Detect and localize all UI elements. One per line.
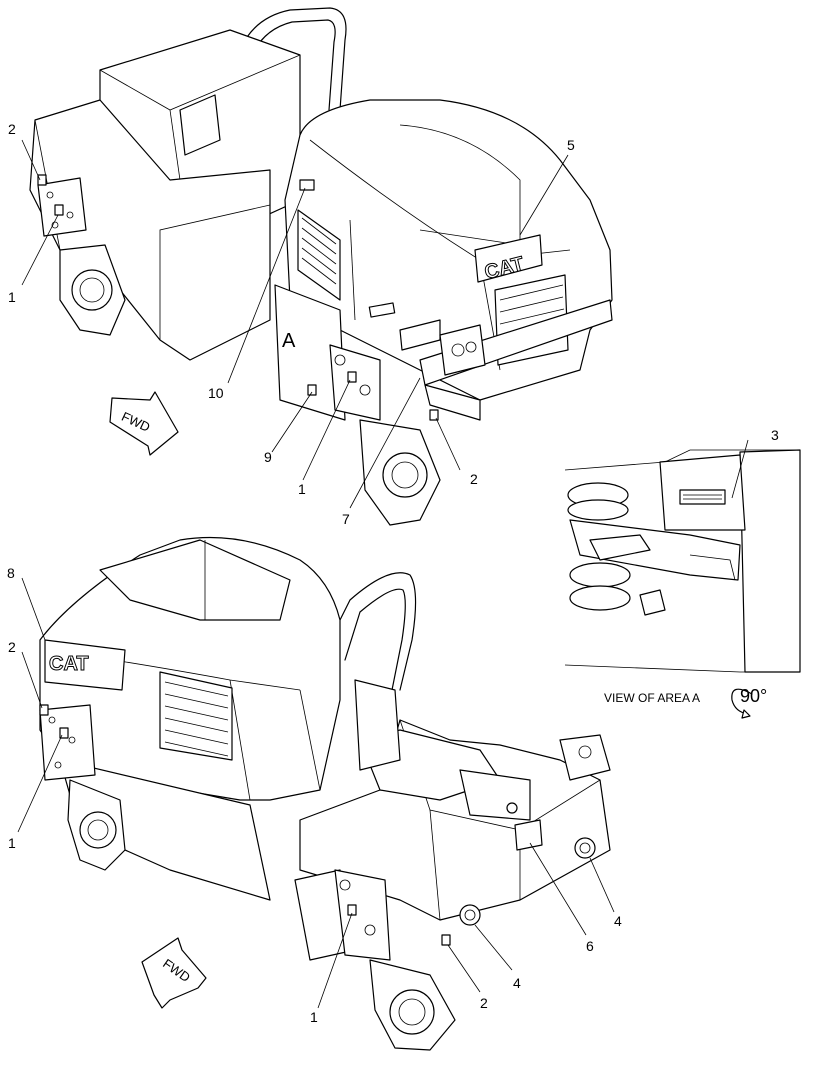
top-machine-view: CAT A [29, 7, 613, 526]
callout-1b: 1 [298, 481, 306, 497]
top-leader-lines [21, 139, 569, 509]
callout-1a: 1 [8, 289, 16, 305]
callout-4a: 4 [614, 913, 622, 929]
callout-7: 7 [342, 511, 350, 527]
rotation-indicator: 90° [731, 686, 767, 719]
bottom-machine-view: CAT [39, 536, 611, 1051]
callout-9: 9 [264, 449, 272, 465]
callout-5: 5 [567, 137, 575, 153]
callout-6: 6 [586, 938, 594, 954]
callout-10: 10 [208, 385, 224, 401]
fwd-arrow-bottom: FWD [141, 937, 207, 1009]
callout-2a: 2 [8, 121, 16, 137]
area-a-inset [564, 439, 801, 673]
callout-8: 8 [7, 565, 15, 581]
view-of-area-label: VIEW OF AREA A [604, 691, 700, 705]
callout-2b: 2 [470, 471, 478, 487]
callout-1d: 1 [310, 1009, 318, 1025]
bottom-leader-lines [17, 577, 615, 1009]
callout-2d: 2 [480, 995, 488, 1011]
rotation-label: 90° [740, 686, 767, 706]
callout-2c: 2 [8, 639, 16, 655]
callout-4b: 4 [513, 975, 521, 991]
callout-numbers: 2 1 5 10 9 1 2 7 3 8 2 1 4 6 4 2 1 [7, 121, 779, 1025]
fwd-arrow-top: FWD [109, 391, 179, 456]
callout-1c: 1 [8, 835, 16, 851]
callout-3: 3 [771, 427, 779, 443]
cat-logo-bottom: CAT [49, 653, 89, 675]
area-a-label: A [282, 330, 296, 352]
